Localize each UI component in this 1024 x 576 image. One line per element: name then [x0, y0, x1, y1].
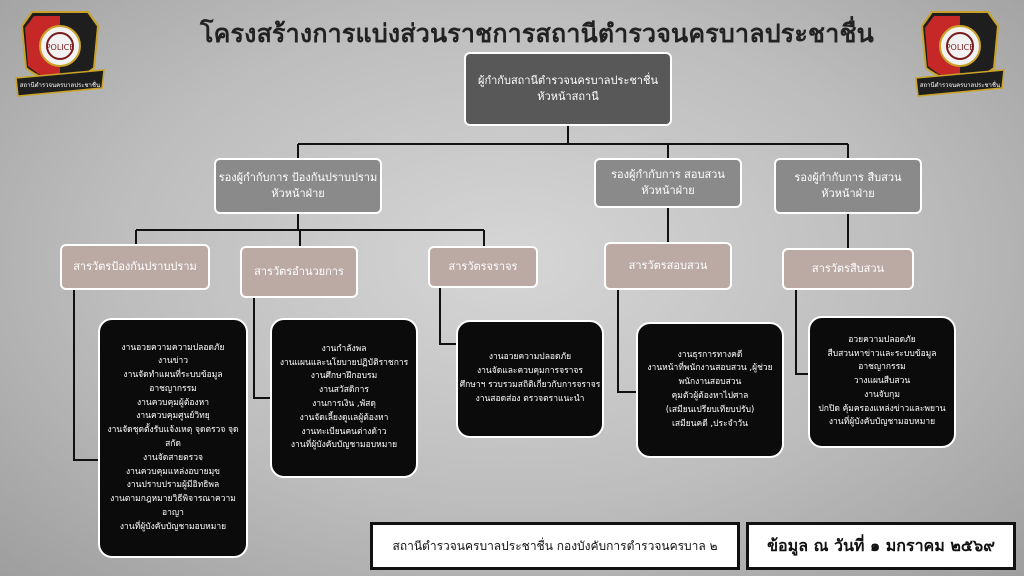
connector-line [73, 290, 98, 461]
duty-item: งานที่ผู้บังคับบัญชามอบหมาย [290, 440, 398, 451]
duty-item: งานจัดชุดตั้งรับแจ้งเหตุ จุดตรวจ จุด [107, 425, 239, 436]
org-box-inspector-administration: สารวัตรอำนวยการ [240, 246, 358, 298]
duty-item: งานหน้าที่พนักงานสอบสวน ,ผู้ช่วย [647, 363, 773, 374]
org-box-subtitle: หัวหน้าฝ่าย [821, 187, 875, 200]
org-box-deputy-investigation: รองผู้กำกับการ สอบสวน หัวหน้าฝ่าย [594, 158, 742, 208]
org-box-title: สารวัตรสอบสวน [628, 259, 708, 273]
org-box-title: รองผู้กำกับการ ป้องกันปราบปราม [218, 171, 378, 185]
duty-item: งานแผนและนโยบายปฏิบัติราชการ [279, 357, 409, 368]
duty-item: สืบสวนหาข่าวและระบบข้อมูล [827, 348, 937, 359]
duty-item: งานจัดทำแผนที่ระบบข้อมูล [123, 370, 223, 381]
duty-item: อวยความปลอดภัย [848, 334, 916, 345]
duty-item: พนักงานสอบสวน [678, 377, 742, 388]
duty-item: งานอวยความปลอดภัย [488, 352, 572, 363]
duty-item: งานตามกฎหมายวิธีพิจารณาความ [110, 494, 236, 505]
police-logo-left: POLICE สถานีตำรวจนครบาลประชาชื่น [12, 6, 108, 102]
duty-item: งานจัดและควบคุมการจราจร [477, 366, 583, 377]
duty-box-administration: งานกำลังพล งานแผนและนโยบายปฏิบัติราชการ … [270, 318, 418, 478]
duty-item: งานการเงิน ,พัสดุ [312, 399, 376, 409]
org-box-title: สารวัตรป้องกันปราบปราม [73, 260, 197, 274]
duty-item: อาชญากรรม [858, 362, 906, 373]
org-box-deputy-suppression: รองผู้กำกับการ ป้องกันปราบปราม หัวหน้าฝ่… [214, 158, 382, 214]
org-box-title: รองผู้กำกับการ สืบสวน [794, 171, 902, 185]
duty-item: งานควบคุมผู้ต้องหา [136, 397, 209, 408]
duty-box-traffic: งานอวยความปลอดภัย งานจัดและควบคุมการจราจ… [456, 320, 604, 438]
org-box-inspector-suppression: สารวัตรป้องกันปราบปราม [60, 244, 210, 290]
org-box-superintendent: ผู้กำกับสถานีตำรวจนครบาลประชาชื่น หัวหน้… [464, 52, 672, 126]
duty-box-suppression: งานอวยความความปลอดภัย งานข่าว งานจัดทำแผ… [98, 318, 248, 558]
connector-line [253, 298, 270, 399]
footer-date-label: ข้อมูล ณ วันที่ ๑ มกราคม ๒๕๖๙ [746, 522, 1016, 570]
logo-banner-text: สถานีตำรวจนครบาลประชาชื่น [920, 81, 1000, 89]
connector-line [795, 290, 808, 375]
duty-item: เสมียนคดี ,ประจำวัน [672, 418, 748, 429]
org-box-subtitle: หัวหน้าสถานี [537, 90, 599, 103]
duty-item: งานกำลังพล [321, 343, 367, 354]
duty-item: อาชญากรรม [149, 383, 197, 394]
duty-item: งานที่ผู้บังคับบัญชามอบหมาย [119, 521, 227, 532]
org-box-subtitle: หัวหน้าฝ่าย [271, 187, 325, 200]
duty-item: ศึกษาฯ รวบรวมสถิติเกี่ยวกับการจราจร [459, 380, 601, 390]
duty-item: งานธุรการทางคดี [677, 349, 743, 360]
org-box-title: สารวัตรจราจร [448, 260, 518, 274]
police-badge-icon: POLICE สถานีตำรวจนครบาลประชาชื่น [15, 11, 105, 97]
org-box-title: ผู้กำกับสถานีตำรวจนครบาลประชาชื่น [478, 74, 658, 88]
org-box-subtitle: หัวหน้าฝ่าย [641, 184, 695, 197]
connector-line [617, 290, 636, 393]
duty-item: วางแผนสืบสวน [853, 376, 911, 387]
duty-item: อาญา [162, 507, 184, 518]
badge-text: POLICE [46, 43, 75, 52]
police-logo-right: POLICE สถานีตำรวจนครบาลประชาชื่น [912, 6, 1008, 102]
duty-item: งานสวัสดิการ [319, 385, 369, 396]
duty-item: งานอวยความความปลอดภัย [121, 342, 225, 353]
org-box-inspector-traffic: สารวัตรจราจร [428, 246, 538, 288]
duty-item: งานจัดสายตรวจ [142, 452, 203, 463]
duty-item: งานจัดเลี้ยงดูแลผู้ต้องหา [299, 412, 389, 423]
footer-unit-label: สถานีตำรวจนครบาลประชาชื่น กองบังคับการตำ… [370, 522, 740, 570]
police-badge-icon: POLICE สถานีตำรวจนครบาลประชาชื่น [915, 11, 1005, 97]
duty-box-inquiry: งานธุรการทางคดี งานหน้าที่พนักงานสอบสวน … [636, 322, 784, 458]
logo-banner-text: สถานีตำรวจนครบาลประชาชื่น [20, 81, 100, 89]
duty-box-detective: อวยความปลอดภัย สืบสวนหาข่าวและระบบข้อมูล… [808, 316, 956, 448]
duty-item: งานที่ผู้บังคับบัญชามอบหมาย [828, 417, 936, 428]
page-title: โครงสร้างการแบ่งส่วนราชการสถานีตำรวจนครบ… [200, 19, 874, 48]
duty-item: งานทะเบียนคนต่างด้าว [301, 426, 387, 437]
duty-item: คุมตัวผู้ต้องหาไปศาล [671, 391, 749, 401]
duty-item: งานสอดส่อง ตรวจตราแนะนำ [475, 393, 585, 404]
duty-item: งานศึกษาฝึกอบรม [310, 371, 378, 382]
org-box-title: สารวัตรอำนวยการ [254, 265, 344, 279]
badge-text: POLICE [946, 43, 975, 52]
org-box-inspector-inquiry: สารวัตรสอบสวน [604, 242, 732, 290]
org-box-inspector-detective: สารวัตรสืบสวน [782, 248, 914, 290]
duty-item: ปกปิด คุ้มครองแหล่งข่าวและพยาน [818, 403, 946, 414]
duty-item: งานควบคุมแหล่งอบายมุข [126, 466, 220, 477]
duty-item: (เสมียนเปรียบเทียบปรับ) [665, 404, 755, 415]
duty-item: งานจับกุม [864, 389, 900, 400]
org-box-title: สารวัตรสืบสวน [811, 262, 885, 276]
org-box-deputy-detective: รองผู้กำกับการ สืบสวน หัวหน้าฝ่าย [774, 158, 922, 214]
org-box-title: รองผู้กำกับการ สอบสวน [611, 168, 725, 182]
duty-item: งานข่าว [157, 356, 189, 367]
duty-item: งานปราบปรามผู้มีอิทธิพล [126, 480, 220, 491]
connector-line [439, 288, 456, 345]
duty-item: งานควบคุมศูนย์วิทยุ [136, 411, 210, 422]
duty-item: สกัด [165, 439, 181, 449]
